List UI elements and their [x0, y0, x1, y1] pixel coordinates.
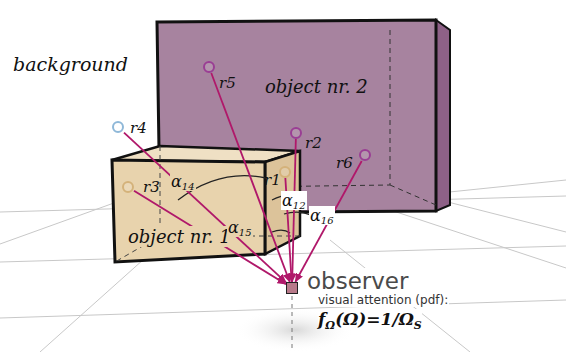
pdf-formula: fΩ(Ω)=1/ΩS	[318, 309, 422, 329]
angle-label: α14	[170, 172, 196, 191]
background-label: background	[13, 53, 128, 75]
observer-label: observer	[305, 268, 410, 294]
ray-target-point: r2	[290, 127, 302, 139]
formula-part: (Ω)=1/Ω	[335, 309, 414, 329]
observer-axis	[292, 296, 293, 350]
view-ray	[295, 161, 361, 282]
ray-target-point: r6	[359, 149, 371, 161]
formula-subscript: S	[414, 319, 422, 332]
object-label: object nr. 2	[263, 76, 370, 97]
angle-label: α12	[281, 191, 307, 210]
formula-subscript: Ω	[325, 319, 335, 332]
view-ray	[124, 133, 286, 283]
angle-index: 14	[182, 181, 195, 192]
ray-label: r2	[304, 135, 323, 151]
observer-point: observer	[286, 282, 298, 294]
angle-symbol: α	[228, 218, 239, 237]
caption-note: visual attention (pdf):	[317, 293, 449, 307]
angle-index: 16	[321, 215, 334, 226]
ray-label: r6	[335, 155, 354, 171]
formula-part: f	[318, 309, 325, 329]
ray-label: r5	[218, 75, 237, 91]
ray-target-point: r3	[122, 181, 134, 193]
object-label: object nr. 1	[126, 226, 233, 247]
ray-label: r3	[142, 179, 161, 195]
angle-index: 12	[293, 200, 306, 211]
ray-label: r4	[129, 120, 148, 136]
ray-target-point: r5	[203, 61, 215, 73]
object-one-box	[112, 146, 300, 262]
angle-label: α16	[309, 206, 335, 225]
angle-label: α15	[227, 218, 253, 237]
angle-index: 15	[239, 227, 252, 238]
object-box: object nr. 2 r5 r2 r6	[157, 20, 438, 213]
angle-symbol: α	[171, 172, 182, 191]
ray-target-point: r4	[112, 121, 124, 133]
ray-target-point: r1	[279, 166, 291, 178]
angle-symbol: α	[310, 206, 321, 225]
angle-symbol: α	[282, 191, 293, 210]
ray-label: r1	[263, 172, 282, 188]
